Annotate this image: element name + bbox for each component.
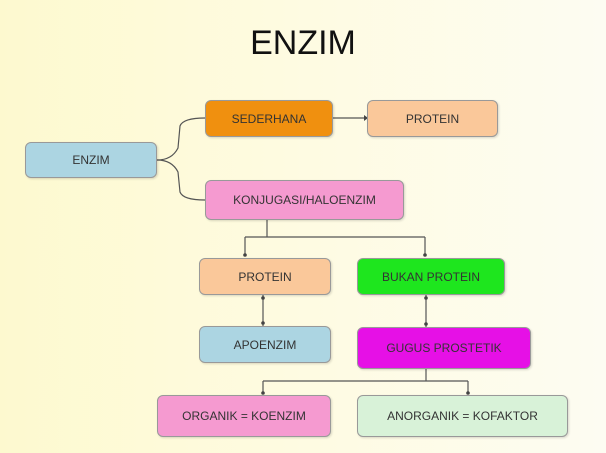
node-label: ANORGANIK = KOFAKTOR <box>387 409 538 423</box>
node-label: ORGANIK = KOENZIM <box>182 409 306 423</box>
connector-enzim-konjugasi <box>156 159 206 201</box>
node-label: PROTEIN <box>405 111 460 126</box>
connector-gugus-split <box>262 369 469 392</box>
arrow-dot <box>261 296 265 300</box>
arrow-dot <box>261 321 265 325</box>
arrow-dot <box>424 322 428 326</box>
connector-konjugasi-split <box>244 220 426 254</box>
node-label: SEDERHANA <box>231 111 307 126</box>
node-protein: PROTEIN <box>199 258 331 295</box>
arrow-dot <box>243 253 247 257</box>
diagram-title: ENZIM <box>250 24 356 62</box>
node-label: GUGUS PROSTETIK <box>386 341 502 355</box>
node-sederhana: SEDERHANA <box>205 100 333 137</box>
connector-enzim-sederhana <box>156 117 206 161</box>
node-bukan-protein: BUKAN PROTEIN <box>357 258 505 295</box>
node-anorganik: ANORGANIK = KOFAKTOR <box>357 395 568 437</box>
node-label: BUKAN PROTEIN <box>381 269 480 284</box>
arrowhead <box>364 115 368 121</box>
node-label: ENZIM <box>72 153 110 167</box>
node-gugus-prostetik: GUGUS PROSTETIK <box>357 327 531 369</box>
arrow-dot <box>423 253 427 257</box>
node-konjugasi: KONJUGASI/HALOENZIM <box>205 180 404 220</box>
node-organik: ORGANIK = KOENZIM <box>157 395 331 437</box>
arrow-dot <box>261 391 265 395</box>
node-label: APOENZIM <box>233 337 297 352</box>
node-protein-simple: PROTEIN <box>367 100 498 137</box>
node-label: PROTEIN <box>238 269 292 284</box>
arrow-dot <box>466 391 470 395</box>
node-label: KONJUGASI/HALOENZIM <box>233 193 376 207</box>
arrow-dot <box>424 296 428 300</box>
node-apoenzim: APOENZIM <box>199 326 331 363</box>
node-enzim: ENZIM <box>25 142 157 178</box>
